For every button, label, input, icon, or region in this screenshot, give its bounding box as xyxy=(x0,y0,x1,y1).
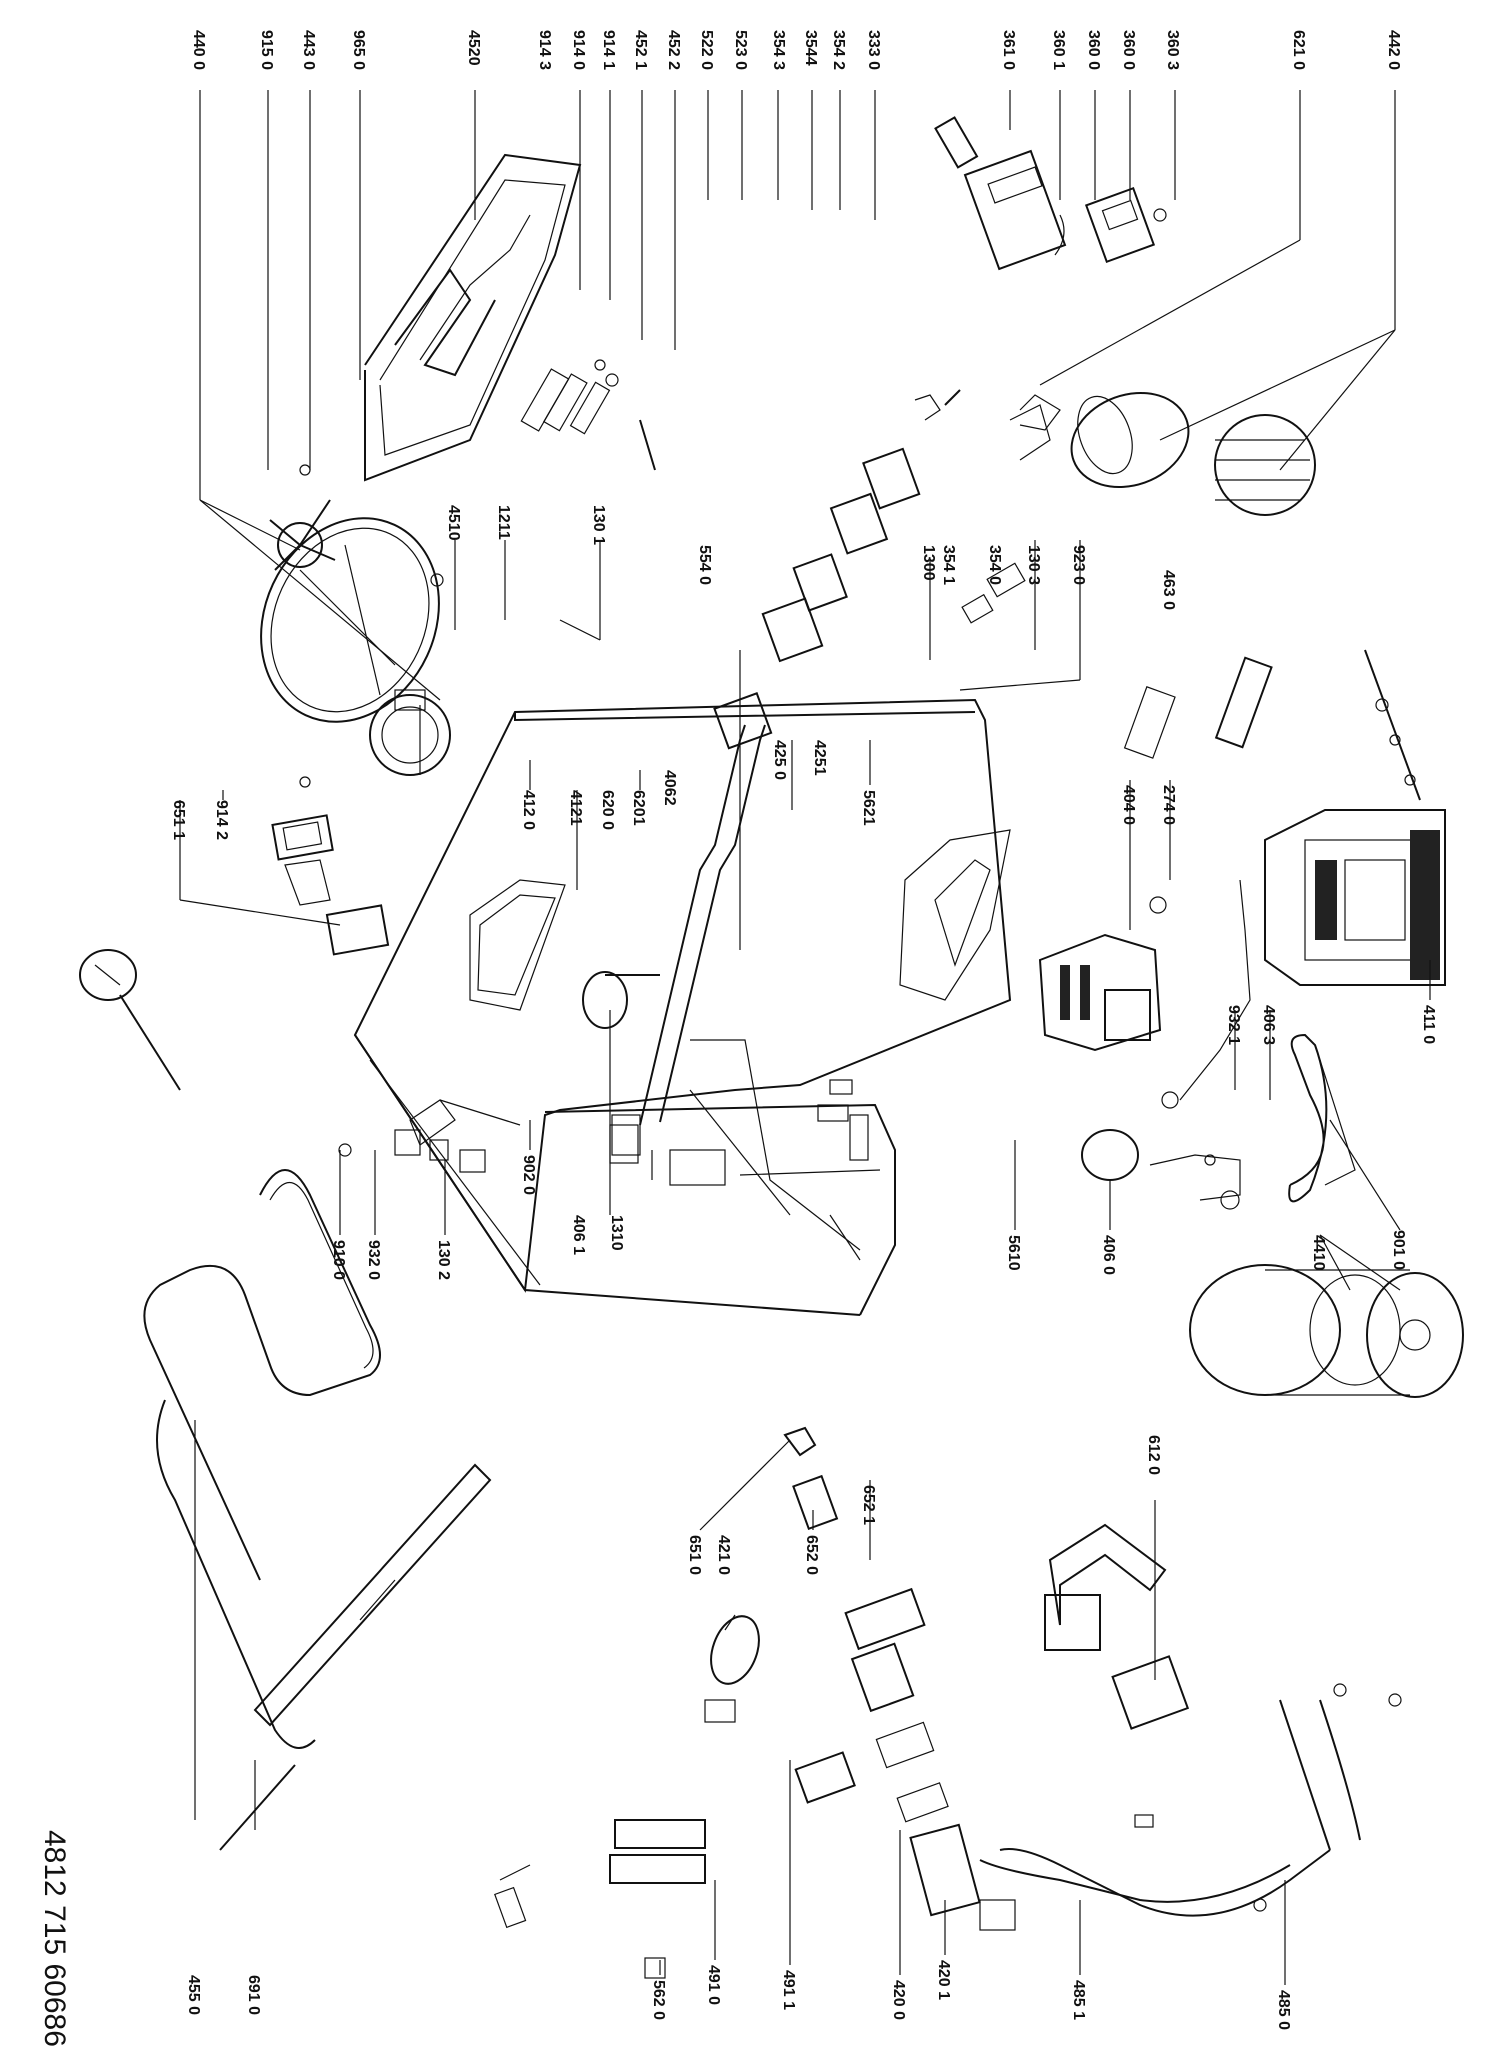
leader-lines xyxy=(179,90,1431,1985)
part-label-4040: 404 0 xyxy=(1120,785,1137,825)
part-label-3544: 3544 xyxy=(802,30,819,66)
part-label-4910: 491 0 xyxy=(705,1965,722,2005)
part-label-5220: 522 0 xyxy=(698,30,715,70)
small-motor xyxy=(1081,1129,1241,1210)
part-label-4063: 406 3 xyxy=(1260,1005,1277,1045)
part-label-9142: 914 2 xyxy=(213,800,230,840)
part-label-6120: 612 0 xyxy=(1145,1435,1162,1475)
gasket-parts xyxy=(271,776,390,956)
part-label-9150: 915 0 xyxy=(258,30,275,70)
part-label-5620: 562 0 xyxy=(650,1980,667,2020)
part-label-4062: 4062 xyxy=(661,770,678,806)
part-label-4120: 412 0 xyxy=(520,790,537,830)
oven-cabinet xyxy=(353,698,1012,1316)
part-label-9141: 914 1 xyxy=(600,30,617,70)
part-label-3603: 360 3 xyxy=(1164,30,1181,70)
part-label-4510: 4510 xyxy=(445,505,462,541)
part-label-5540: 554 0 xyxy=(696,545,713,585)
part-label-6511: 651 1 xyxy=(170,800,187,840)
part-label-4400: 440 0 xyxy=(190,30,207,70)
document-number: 4812 715 60686 xyxy=(38,1830,71,2047)
part-label-1301: 130 1 xyxy=(590,505,607,545)
part-label-5610: 5610 xyxy=(1005,1235,1022,1271)
part-label-4430: 443 0 xyxy=(300,30,317,70)
electrical-parts xyxy=(704,1426,949,1823)
part-label-3540: 354 0 xyxy=(986,545,1003,585)
bracket-parts xyxy=(494,1819,706,1979)
part-label-4550: 455 0 xyxy=(185,1975,202,2015)
transformer xyxy=(1264,809,1446,986)
part-label-9140: 914 0 xyxy=(570,30,587,70)
part-label-1303: 130 3 xyxy=(1025,545,1042,585)
part-label-4851: 485 1 xyxy=(1070,1980,1087,2020)
part-label-4060: 406 0 xyxy=(1100,1235,1117,1275)
part-label-3600a: 360 0 xyxy=(1120,30,1137,70)
part-label-9010: 901 0 xyxy=(1390,1230,1407,1270)
part-label-6510: 651 0 xyxy=(686,1535,703,1575)
part-label-9020: 902 0 xyxy=(520,1155,537,1195)
blower-motor xyxy=(1019,391,1316,516)
part-label-4630: 463 0 xyxy=(1160,570,1177,610)
lower-heating-element xyxy=(143,1169,381,1749)
part-label-6910: 691 0 xyxy=(245,1975,262,2015)
part-labels: 442 0 621 0 360 3 360 0 360 0 360 1 361 … xyxy=(170,30,1437,2030)
part-label-4410: 4410 xyxy=(1310,1235,1327,1271)
part-label-3543: 354 3 xyxy=(770,30,787,70)
part-label-9650: 965 0 xyxy=(350,30,367,70)
part-label-3600b: 360 0 xyxy=(1085,30,1102,70)
terminal-block xyxy=(1123,649,1421,801)
part-label-3542: 354 2 xyxy=(830,30,847,70)
part-label-3601: 360 1 xyxy=(1050,30,1067,70)
part-label-6200: 620 0 xyxy=(599,790,616,830)
part-label-3541: 354 1 xyxy=(940,545,957,585)
part-label-4201: 420 1 xyxy=(935,1960,952,2000)
part-label-9143: 914 3 xyxy=(536,30,553,70)
part-label-3330: 333 0 xyxy=(865,30,882,70)
part-label-4522: 452 2 xyxy=(665,30,682,70)
part-label-4850: 485 0 xyxy=(1275,1990,1292,2030)
timer-module xyxy=(934,116,1167,271)
part-label-4210: 421 0 xyxy=(715,1535,732,1575)
part-label-1310: 1310 xyxy=(608,1215,625,1251)
part-label-4521: 452 1 xyxy=(632,30,649,70)
part-label-4250: 425 0 xyxy=(771,740,788,780)
part-label-2740: 274 0 xyxy=(1160,785,1177,825)
part-label-4121: 4121 xyxy=(567,790,584,826)
part-label-6210: 621 0 xyxy=(1290,30,1307,70)
part-label-5230: 523 0 xyxy=(732,30,749,70)
part-label-4420: 442 0 xyxy=(1385,30,1402,70)
part-label-9100: 910 0 xyxy=(330,1240,347,1280)
part-label-6520: 652 0 xyxy=(803,1535,820,1575)
part-label-6521: 652 1 xyxy=(860,1485,877,1525)
switch-components xyxy=(713,389,1051,750)
part-label-9321: 932 1 xyxy=(1225,1005,1242,1045)
hv-parts xyxy=(909,1523,1402,1931)
drive-belt xyxy=(1288,1033,1356,1203)
part-label-4110: 411 0 xyxy=(1420,1005,1437,1044)
part-label-6201: 6201 xyxy=(630,790,647,826)
part-label-1302: 130 2 xyxy=(435,1240,452,1280)
part-label-1211: 1211 xyxy=(495,505,512,540)
guide-rail xyxy=(219,1463,492,1851)
fan-assembly xyxy=(260,464,451,776)
part-label-4520: 4520 xyxy=(465,30,482,66)
meat-probe xyxy=(79,949,181,1091)
parts-drawing xyxy=(79,116,1464,1979)
part-label-9320: 932 0 xyxy=(365,1240,382,1280)
part-label-4911: 491 1 xyxy=(780,1970,797,2010)
magnetron-assembly xyxy=(1038,879,1251,1109)
part-label-1300: 1300 xyxy=(920,545,937,581)
part-label-5621: 5621 xyxy=(860,790,877,826)
part-label-9230: 923 0 xyxy=(1070,545,1087,585)
grill-element xyxy=(364,153,656,482)
fan-wheel xyxy=(1189,1264,1464,1398)
part-label-4061: 406 1 xyxy=(570,1215,587,1255)
part-label-4200: 420 0 xyxy=(890,1980,907,2020)
part-label-3610: 361 0 xyxy=(1000,30,1017,70)
part-label-4251: 4251 xyxy=(811,740,828,776)
